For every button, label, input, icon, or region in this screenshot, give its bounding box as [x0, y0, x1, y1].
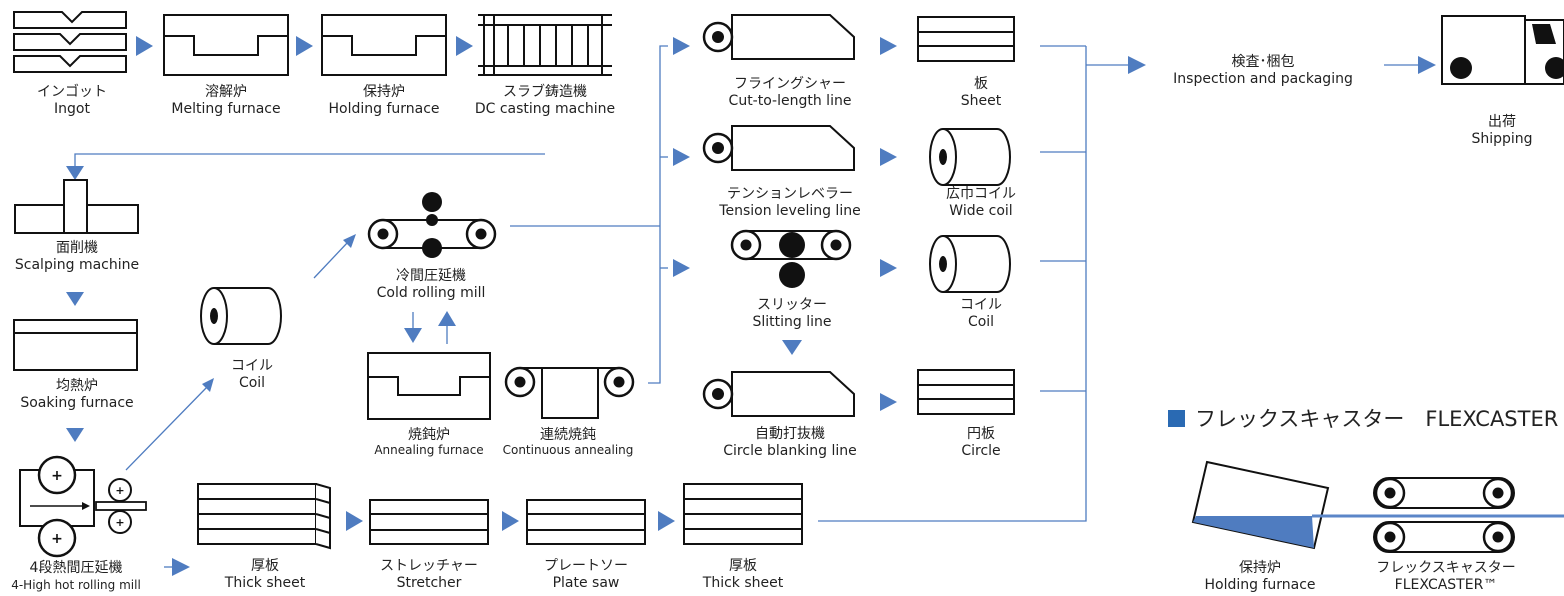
- continuous-annealing-icon: [504, 366, 635, 419]
- svg-text:+: +: [51, 531, 63, 547]
- circle-icon: [917, 369, 1015, 415]
- stretcher-icon: [369, 499, 489, 545]
- svg-text:+: +: [115, 484, 124, 497]
- wide-coil-icon: [929, 128, 1011, 186]
- arrow-up-cold: [438, 311, 456, 326]
- flow-arrows-top: [136, 36, 473, 56]
- ingot-icon: [13, 11, 127, 73]
- coil-icon-1: [200, 287, 282, 345]
- arrow-down-soaking: [66, 292, 84, 306]
- flow-arrows-lines: [673, 37, 897, 411]
- holding-furnace-icon: [321, 14, 447, 76]
- svg-text:+: +: [51, 468, 63, 484]
- arrow-to-inspection: [1128, 56, 1146, 74]
- slitter-icon: [730, 229, 852, 288]
- arrow-to-thick-sheet-2: [658, 511, 675, 531]
- heading-square-icon: [1168, 409, 1185, 427]
- tension-leveler-icon: [702, 124, 856, 172]
- scalping-machine-icon: [14, 179, 139, 234]
- arrow-to-thick-sheet: [172, 558, 190, 576]
- flex-holding-furnace-icon: [1191, 460, 1330, 550]
- arrow-down-circle-blanking: [782, 340, 802, 355]
- arrow-to-cold-rolling: [343, 234, 356, 248]
- flexcaster-heading: フレックスキャスター FLEXCASTER: [1168, 403, 1558, 433]
- dc-casting-icon: [478, 14, 612, 76]
- svg-text:+: +: [115, 516, 124, 529]
- arrow-down-hot-rolling: [66, 428, 84, 442]
- flexcaster-icon: [1373, 477, 1515, 553]
- cold-rolling-mill-icon: [367, 192, 497, 258]
- connector-dc-to-scalping: [74, 153, 545, 168]
- thick-sheet-icon-2: [683, 483, 803, 545]
- coil-icon-2: [929, 235, 1011, 293]
- hot-rolling-mill-icon: + + + +: [19, 455, 147, 558]
- connector-finishing-trunk: [510, 45, 668, 384]
- arrow-down-annealing: [404, 328, 422, 343]
- soaking-furnace-icon: [13, 319, 138, 371]
- plate-saw-icon: [526, 499, 646, 545]
- melting-furnace-icon: [163, 14, 289, 76]
- flexcaster-heading-text: フレックスキャスター FLEXCASTER: [1195, 407, 1559, 431]
- connector-coil-to-cold: [313, 241, 349, 279]
- arrow-to-shipping: [1418, 56, 1436, 74]
- thick-sheet-icon-1: [197, 483, 331, 550]
- arrow-to-coil: [202, 378, 214, 392]
- annealing-furnace-icon: [367, 352, 491, 420]
- arrow-to-stretcher: [346, 511, 363, 531]
- connector-to-inspection: [818, 45, 1420, 522]
- connector-hot-to-coil: [125, 385, 209, 471]
- arrow-down-scalping: [66, 166, 84, 180]
- sheet-icon: [917, 16, 1015, 62]
- arrow-to-plate-saw: [502, 511, 519, 531]
- circle-blanking-icon: [702, 370, 856, 418]
- flying-shear-icon: [702, 13, 856, 61]
- truck-icon: [1441, 15, 1564, 85]
